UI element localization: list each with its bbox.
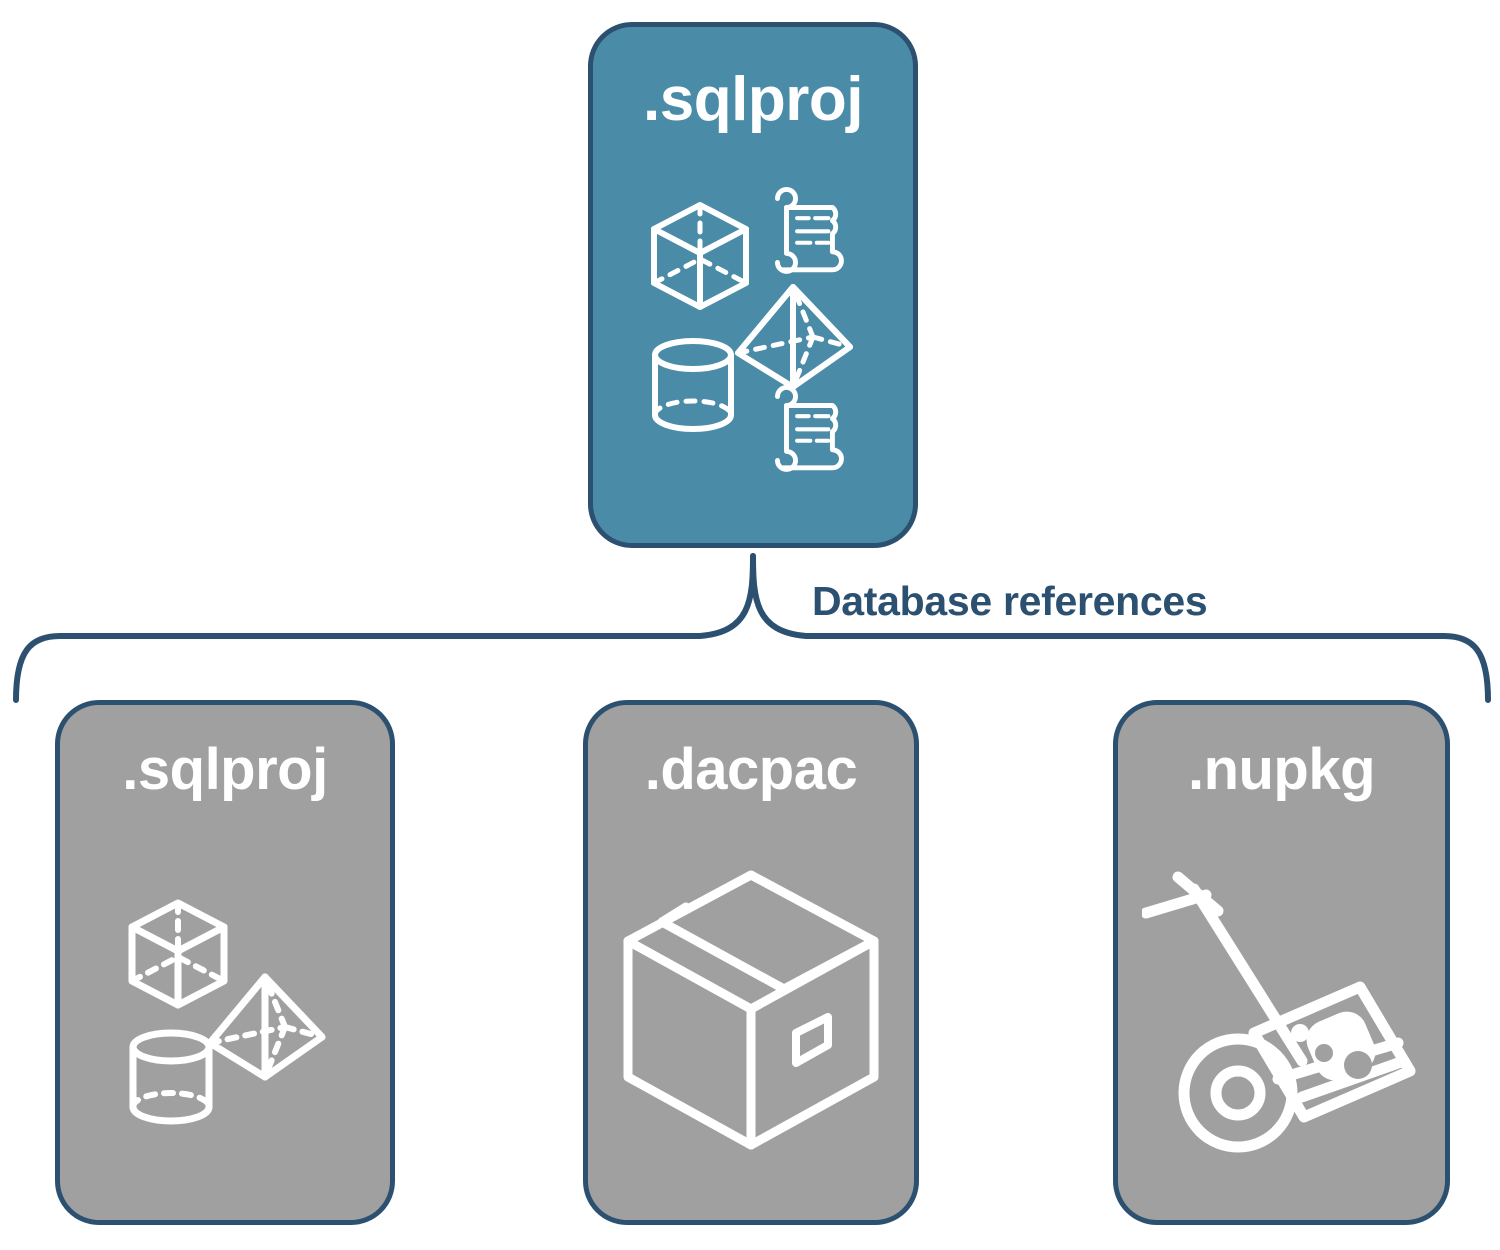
- node-art-reference-dacpac: [588, 799, 914, 1220]
- cylinder-wireframe-icon: [652, 338, 734, 432]
- connector-label-database-references: Database references: [812, 578, 1208, 624]
- node-reference-nupkg[interactable]: .nupkg: [1113, 700, 1450, 1225]
- hand-truck-package-icon: [1141, 871, 1415, 1152]
- script-scroll-icon: [775, 385, 844, 472]
- sqlproj-shapes-art: [128, 899, 326, 1124]
- node-sqlproj-root[interactable]: .sqlproj: [588, 22, 918, 548]
- node-reference-dacpac[interactable]: .dacpac: [583, 700, 919, 1225]
- node-title-sqlproj-root: .sqlproj: [643, 65, 863, 134]
- node-reference-sqlproj[interactable]: .sqlproj: [55, 700, 395, 1225]
- shipping-box-art: [623, 870, 879, 1149]
- node-art-reference-sqlproj: [60, 799, 390, 1220]
- cylinder-wireframe-icon: [129, 1029, 213, 1124]
- node-title-reference-dacpac: .dacpac: [644, 737, 858, 802]
- hand-truck-package-art: [1141, 871, 1415, 1152]
- node-title-reference-sqlproj: .sqlproj: [122, 737, 328, 802]
- cube-wireframe-icon: [651, 202, 749, 310]
- node-title-reference-nupkg: .nupkg: [1187, 737, 1376, 802]
- node-art-reference-nupkg: [1118, 799, 1445, 1220]
- brace-left-arm: [13, 553, 756, 703]
- sqlproj-shapes-and-scripts-art: [651, 187, 853, 472]
- pyramid-wireframe-icon: [206, 973, 326, 1080]
- node-art-sqlproj-root: [593, 131, 913, 543]
- shipping-box-icon: [623, 870, 879, 1149]
- pyramid-wireframe-icon: [735, 284, 853, 390]
- cube-wireframe-icon: [128, 899, 228, 1008]
- script-scroll-icon: [775, 187, 844, 274]
